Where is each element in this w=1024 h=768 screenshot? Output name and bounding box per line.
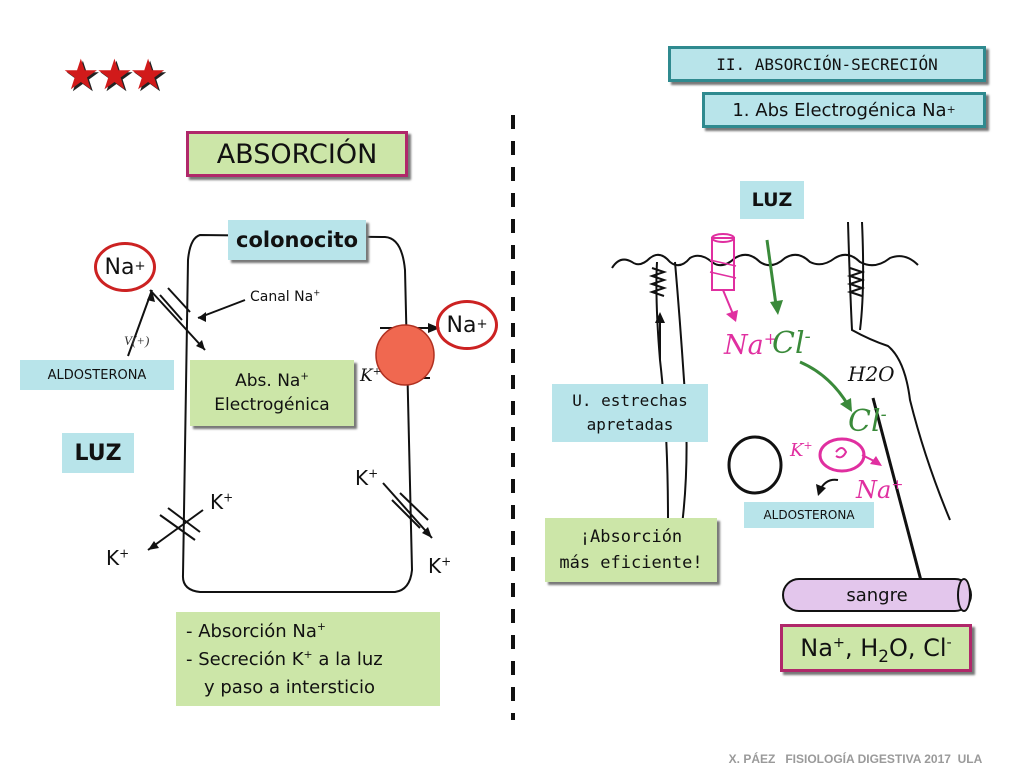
absorcion-title: ABSORCIÓN (186, 131, 408, 177)
k-label-top-right: K+ (355, 466, 379, 490)
hand-cl-green-mid: Cl- (848, 404, 887, 439)
k-label-outer-left: K+ (106, 546, 130, 570)
na-left-circle: Na+ (94, 242, 156, 292)
na-right-circle: Na+ (436, 300, 498, 350)
sangre-vessel: sangre (782, 578, 972, 612)
subsection-header-text: 1. Abs Electrogénica Na (732, 99, 947, 121)
hand-cl-green-top: Cl- (772, 326, 811, 361)
handwritten-k-label: K+ (360, 366, 382, 386)
hand-k-magenta: K+ (790, 439, 813, 461)
section-header-text: II. ABSORCIÓN-SECRECIÓN (716, 54, 938, 74)
hand-na-magenta: Na+ (724, 329, 778, 361)
svg-text:V(+): V(+) (124, 333, 149, 348)
result-box: Na+, H2O, Cl- (780, 624, 972, 672)
canal-na-label: Canal Na+ (250, 287, 321, 305)
aldosterona-left-label: ALDOSTERONA (20, 360, 174, 390)
uniones-estrechas-label: U. estrechas apretadas (552, 384, 708, 442)
hand-h2o: H2O (848, 362, 895, 386)
luz-right-label: LUZ (740, 181, 804, 219)
summary-box: - Absorción Na+ - Secreción K+ a la luz … (176, 612, 440, 706)
sangre-vessel-end (957, 578, 971, 612)
absorcion-eficiente-label: ¡Absorción más eficiente! (545, 518, 717, 582)
absorcion-title-text: ABSORCIÓN (216, 138, 378, 170)
k-label-inner-left: K+ (210, 490, 234, 514)
aldosterona-right-label: ALDOSTERONA (744, 502, 874, 528)
colonocito-label: colonocito (228, 220, 366, 260)
luz-left-label: LUZ (62, 433, 134, 473)
abs-na-electrogenica-label: Abs. Na+ Electrogénica (190, 360, 354, 426)
hand-na-magenta-low: Na+ (856, 476, 904, 504)
footer-credit: X. PÁEZ FISIOLOGÍA DIGESTIVA 2017 ULA (728, 752, 983, 766)
section-header: II. ABSORCIÓN-SECRECIÓN (668, 46, 986, 82)
subsection-header: 1. Abs Electrogénica Na+ (702, 92, 986, 128)
stars-decoration: ★★★ (62, 50, 167, 99)
k-label-outer-right: K+ (428, 554, 452, 578)
